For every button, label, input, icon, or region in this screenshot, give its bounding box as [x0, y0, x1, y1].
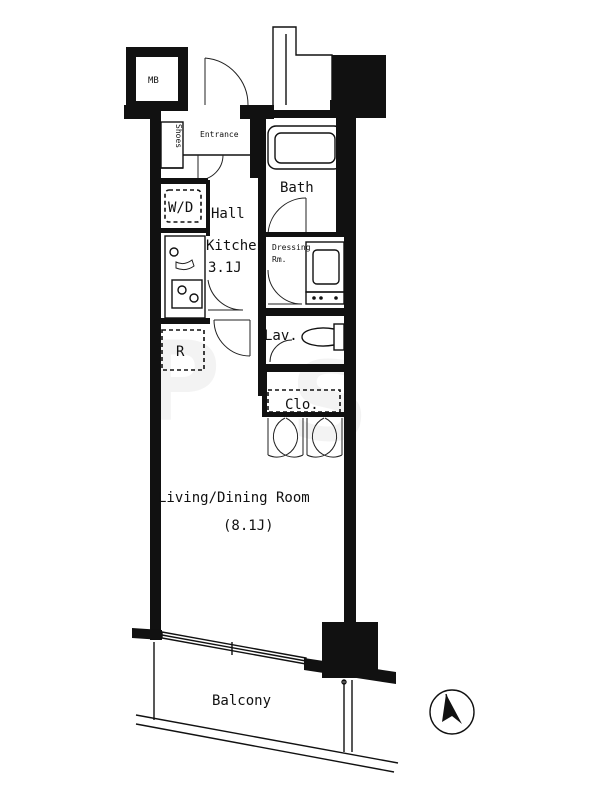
kitchen-size: 3.1J — [208, 260, 242, 276]
balcony-outline — [135, 642, 399, 773]
kitchen-door — [207, 279, 244, 311]
lav-door — [269, 339, 293, 363]
wd-right-wall — [206, 180, 210, 236]
wd-label: W/D — [168, 200, 193, 216]
bath-right-wall — [336, 118, 344, 234]
entrance-inner-door — [197, 154, 224, 181]
shoe-cabinet — [160, 121, 184, 169]
living-door — [213, 319, 251, 357]
closet-label: Clo. — [285, 397, 319, 413]
top-wall-mid — [240, 105, 274, 119]
right-outer-wall — [344, 110, 356, 630]
mb-box — [126, 47, 188, 111]
dressing-bottom-wall — [258, 308, 346, 316]
refrigerator-label: R — [176, 344, 185, 360]
hall-bath-wall-top — [250, 118, 258, 178]
refrigerator-space — [161, 329, 205, 371]
left-outer-wall — [150, 105, 161, 640]
closet-bottom-wall — [262, 412, 346, 417]
entrance-label: Entrance — [200, 130, 239, 139]
entrance-door — [204, 57, 249, 106]
shoes-label: Shoes — [174, 124, 183, 148]
kitchen-top-wall — [160, 228, 208, 233]
lav-left-wall — [258, 316, 266, 396]
kitchen-counter — [164, 235, 206, 319]
dressing-door — [267, 269, 303, 305]
dressing-unit: Rm. — [272, 255, 286, 264]
shaft-top-right — [272, 26, 386, 118]
lav-label: Lav. — [264, 328, 298, 344]
lav-bottom-wall — [258, 364, 346, 372]
balcony-label: Balcony — [212, 693, 271, 709]
bath-left-wall — [258, 118, 266, 330]
bath-label: Bath — [280, 180, 314, 196]
mb-label: MB — [148, 76, 159, 86]
toilet — [301, 323, 345, 351]
kitchen-bottom-wall — [160, 318, 210, 324]
hall-label: Hall — [211, 206, 245, 222]
living-label: Living/Dining Room — [158, 490, 310, 506]
top-wall-right — [272, 110, 370, 118]
bath-door — [267, 197, 307, 237]
kitchen-label: Kitchen — [206, 238, 265, 254]
living-size: (8.1J) — [223, 518, 274, 534]
north-arrow-icon — [429, 689, 475, 735]
dressing-fixtures — [305, 291, 345, 305]
wd-top-wall — [160, 178, 208, 184]
washer-dryer — [164, 189, 202, 223]
bath-bottom-wall — [266, 232, 346, 237]
dressing-basin — [305, 241, 345, 293]
closet-doors — [267, 417, 343, 458]
bottom-wall-window — [132, 622, 396, 684]
dressing-label: Dressing — [272, 243, 311, 252]
bathtub — [267, 125, 343, 170]
